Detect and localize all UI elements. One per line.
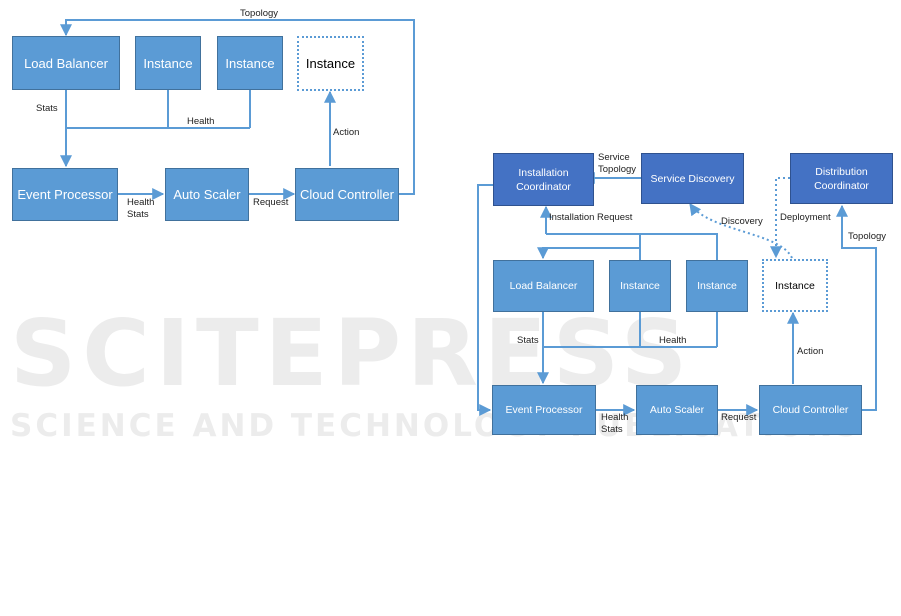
left-cloud-controller-label: Cloud Controller [300, 187, 394, 202]
left-healthstats-label-2: Stats [127, 209, 149, 220]
right-service-topology-label-1: Service [598, 152, 630, 163]
right-deployment-label: Deployment [780, 212, 831, 223]
left-load-balancer-label: Load Balancer [24, 55, 108, 71]
right-service-topology-label-2: Topology [598, 164, 637, 175]
right-healthstats-label-2: Stats [601, 424, 623, 435]
right-health-label: Health [659, 335, 687, 346]
right-discovery-label: Discovery [721, 216, 763, 227]
right-instance-box-1: Instance [609, 260, 671, 312]
right-topology-arrow [836, 204, 877, 411]
right-new-instance-box: Instance [762, 259, 828, 312]
right-installation-request-label: Installation Request [549, 212, 633, 223]
right-auto-scaler-label: Auto Scaler [649, 404, 705, 416]
left-topology-arrow [60, 19, 415, 195]
right-load-balancer-box: Load Balancer [493, 260, 594, 312]
left-health-label: Health [187, 116, 215, 127]
left-load-balancer-box: Load Balancer [12, 36, 120, 90]
left-instance-label-1: Instance [143, 55, 193, 71]
left-stats-label: Stats [36, 103, 58, 114]
right-auto-scaler-box: Auto Scaler [636, 385, 718, 435]
right-load-balancer-label: Load Balancer [509, 280, 578, 292]
left-event-processor-label: Event Processor [17, 187, 113, 202]
right-deployment-arrow [770, 177, 790, 259]
right-new-instance-label: Instance [775, 279, 815, 292]
left-event-processor-box: Event Processor [12, 168, 118, 221]
right-service-discovery-label: Service Discovery [650, 172, 735, 185]
left-instance-box-2: Instance [217, 36, 283, 90]
right-request-label: Request [721, 412, 757, 423]
right-healthstats-label-1: Health [601, 412, 629, 423]
right-event-processor-label: Event Processor [505, 404, 583, 416]
right-instance-label-2: Instance [697, 280, 737, 292]
right-cloud-controller-box: Cloud Controller [759, 385, 862, 435]
right-install-left-loop [477, 184, 493, 416]
right-instance-box-2: Instance [686, 260, 748, 312]
left-new-instance-box: Instance [297, 36, 364, 91]
left-new-instance-label: Instance [305, 56, 356, 71]
left-cloud-controller-box: Cloud Controller [295, 168, 399, 221]
left-auto-scaler-label: Auto Scaler [173, 187, 241, 202]
left-request-label: Request [253, 197, 289, 208]
right-action-label: Action [797, 346, 824, 357]
right-installation-coordinator-line1: Installation [518, 166, 569, 179]
right-event-processor-box: Event Processor [492, 385, 596, 435]
left-instance-label-2: Instance [225, 55, 275, 71]
left-auto-scaler-box: Auto Scaler [165, 168, 249, 221]
left-instance-box-1: Instance [135, 36, 201, 90]
right-topology-label: Topology [848, 231, 887, 242]
right-discovery-arrow [689, 203, 793, 259]
right-service-discovery-box: Service Discovery [641, 153, 744, 204]
right-distribution-coordinator-line2: Coordinator [814, 179, 869, 192]
right-instance-label-1: Instance [620, 280, 660, 292]
right-installation-coordinator-line2: Coordinator [516, 180, 571, 193]
right-lb-feed [537, 247, 640, 260]
left-action-label: Action [333, 127, 360, 138]
right-cloud-controller-label: Cloud Controller [772, 404, 849, 416]
right-distribution-coordinator-line1: Distribution [815, 165, 868, 178]
left-topology-label: Topology [240, 8, 279, 19]
right-install-request-bus [546, 233, 718, 260]
left-healthstats-label-1: Health [127, 197, 155, 208]
right-stats-label: Stats [517, 335, 539, 346]
